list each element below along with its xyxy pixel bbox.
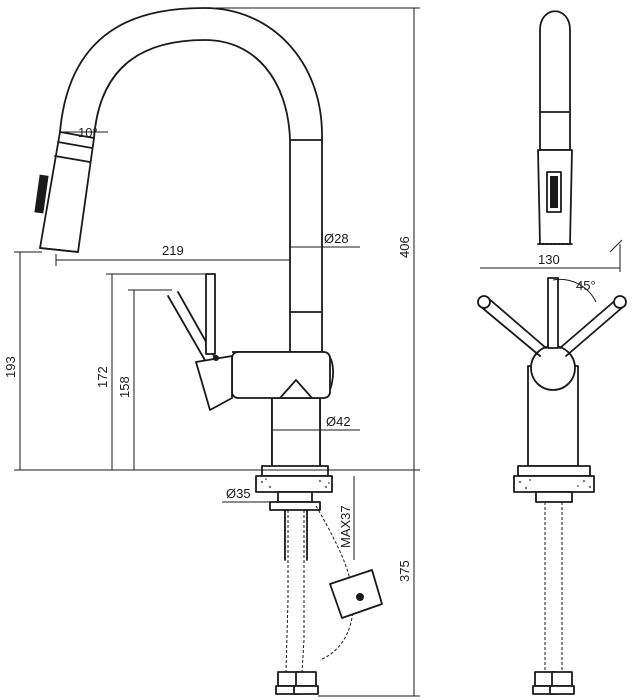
- front-handle-left-end: [477, 295, 491, 309]
- dim-body-height: 158: [117, 376, 132, 398]
- mount-washer: [269, 501, 321, 511]
- hose-left: [285, 510, 289, 673]
- deck-speckle: [260, 478, 330, 489]
- mount-nut: [277, 491, 313, 503]
- dim-max-deck: MAX37: [338, 505, 353, 548]
- front-spray-button-inner: [550, 176, 558, 208]
- body-hub: [231, 351, 331, 399]
- body-column: [271, 397, 321, 469]
- dim-handle-span: 130: [538, 252, 560, 267]
- front-hub: [530, 345, 576, 391]
- spray-head: [39, 131, 95, 253]
- lever-cap: [205, 273, 216, 355]
- front-handle-stem: [547, 277, 559, 349]
- hose-weight: [329, 569, 383, 619]
- front-handle-left: [479, 305, 541, 357]
- dim-reach: 219: [162, 243, 184, 258]
- dim-tube-diameter: Ø28: [324, 231, 349, 246]
- front-fitting-right: [551, 671, 573, 687]
- dim-handle-height: 172: [95, 366, 110, 388]
- spray-head-band: [57, 141, 93, 149]
- fitting-right-nut: [293, 685, 319, 695]
- spray-face: [39, 247, 79, 253]
- base-ring: [261, 465, 329, 477]
- angle-45-arc: [552, 278, 597, 303]
- dim-angle-spout: 10°: [78, 125, 98, 140]
- body-chamfer: [279, 379, 313, 399]
- deck-plate: [255, 475, 333, 493]
- lever-hub: [195, 355, 233, 411]
- front-deck-speckle: [518, 479, 592, 490]
- dim-hole-diameter: Ø35: [226, 486, 251, 501]
- spout-arc-inner: [93, 39, 291, 353]
- lever-pivot: [213, 355, 219, 361]
- fitting-left: [277, 671, 299, 687]
- dim-hose-length: 375: [397, 560, 412, 582]
- front-handle-left-2: [487, 297, 547, 349]
- dim-130-slash: [609, 239, 623, 253]
- side-view: [34, 7, 383, 695]
- spout-arc: [59, 7, 323, 353]
- front-fitting-right-nut: [549, 685, 575, 695]
- front-dimensions: 130 45°: [480, 239, 623, 303]
- front-handle-right-2: [559, 297, 619, 349]
- front-view: [477, 10, 627, 695]
- dim-body-diameter: Ø42: [326, 414, 351, 429]
- spray-head-band-2: [54, 155, 91, 163]
- front-spout: [539, 10, 571, 151]
- dim-total-height: 406: [397, 236, 412, 258]
- front-mount-nut: [535, 491, 573, 503]
- dim-handle-angle: 45°: [576, 278, 596, 293]
- spray-button: [34, 174, 49, 214]
- side-dimensions: 10° 219 Ø28 406 193 172 158 Ø42 Ø35: [3, 7, 420, 697]
- front-handle-right-end: [613, 295, 627, 309]
- fitting-right: [295, 671, 317, 687]
- front-handle-right: [565, 305, 625, 357]
- front-base-ring: [517, 465, 591, 477]
- lever-rod: [167, 295, 207, 363]
- front-deck-plate: [513, 475, 595, 493]
- hose-weight-dot: [356, 593, 364, 601]
- dim-spout-height: 193: [3, 356, 18, 378]
- hose-right: [301, 510, 305, 673]
